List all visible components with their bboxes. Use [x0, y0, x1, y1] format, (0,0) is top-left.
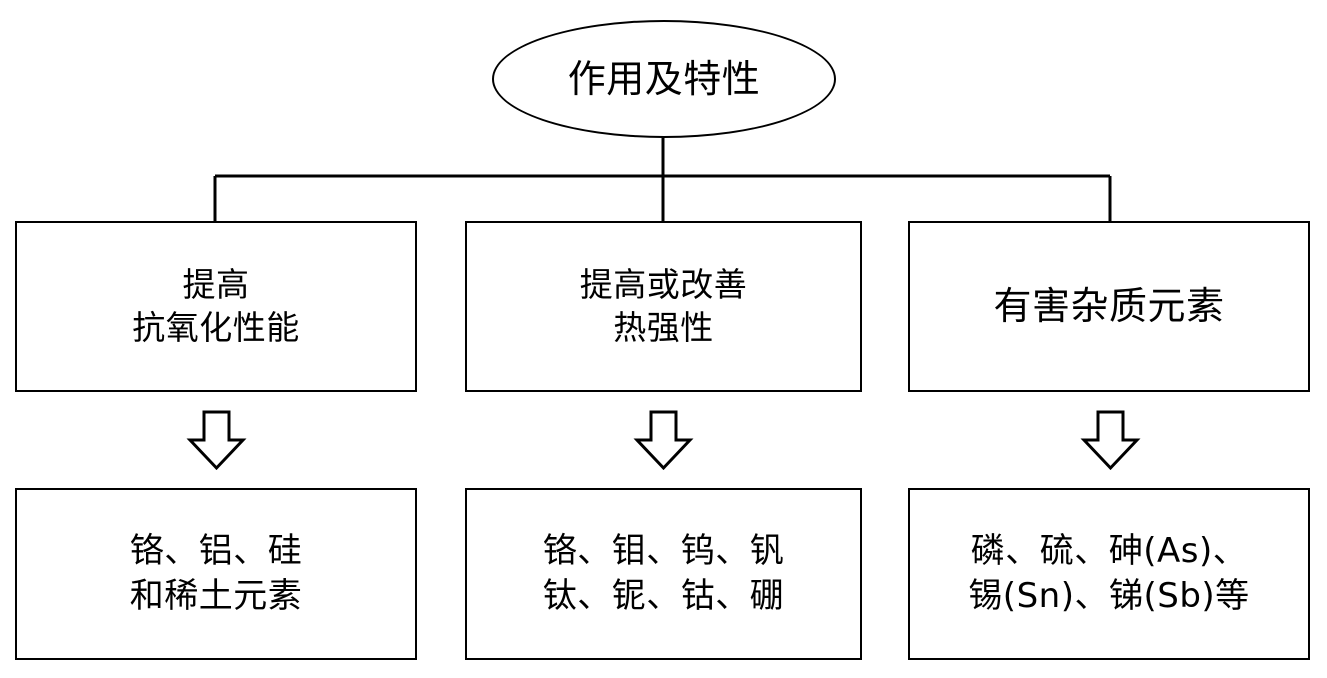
- category-box-3-label: 有害杂质元素: [993, 282, 1224, 331]
- elements-box-1-line-1: 铬、铝、硅: [129, 531, 303, 572]
- elements-box-2-line-1: 铬、钼、钨、钒: [542, 531, 785, 572]
- category-box-3-line-1: 有害杂质元素: [993, 283, 1225, 328]
- down-block-arrow-icon-3: [1080, 410, 1141, 471]
- category-box-3: 有害杂质元素: [908, 221, 1310, 392]
- category-box-2: 提高或改善 热强性: [465, 221, 862, 392]
- elements-box-1-line-2: 和稀土元素: [129, 576, 303, 616]
- elements-box-3: 磷、硫、砷(As)、 锡(Sn)、锑(Sb)等: [908, 488, 1310, 660]
- elements-box-3-line-2: 锡(Sn)、锑(Sb)等: [968, 576, 1250, 616]
- down-block-arrow-icon-1: [186, 410, 247, 471]
- root-node: 作用及特性: [492, 20, 836, 138]
- category-box-1-line-2: 抗氧化性能: [132, 307, 300, 347]
- elements-box-2-line-2: 钛、铌、钴、硼: [542, 576, 785, 616]
- category-box-1: 提高 抗氧化性能: [15, 221, 417, 392]
- root-node-label: 作用及特性: [567, 56, 761, 101]
- category-box-2-label: 提高或改善 热强性: [580, 264, 748, 350]
- elements-box-1-label: 铬、铝、硅 和稀土元素: [130, 529, 303, 619]
- elements-box-2: 铬、钼、钨、钒 钛、铌、钴、硼: [465, 488, 862, 660]
- elements-box-2-label: 铬、钼、钨、钒 钛、铌、钴、硼: [543, 529, 785, 619]
- category-box-2-line-1: 提高或改善: [579, 264, 748, 304]
- category-box-2-line-2: 热强性: [613, 307, 714, 347]
- elements-box-3-label: 磷、硫、砷(As)、 锡(Sn)、锑(Sb)等: [968, 529, 1249, 619]
- category-box-1-line-1: 提高: [182, 264, 250, 304]
- elements-box-1: 铬、铝、硅 和稀土元素: [15, 488, 417, 660]
- elements-box-3-line-1: 磷、硫、砷(As)、: [970, 531, 1248, 572]
- down-block-arrow-icon-2: [633, 410, 694, 471]
- category-box-1-label: 提高 抗氧化性能: [132, 264, 300, 350]
